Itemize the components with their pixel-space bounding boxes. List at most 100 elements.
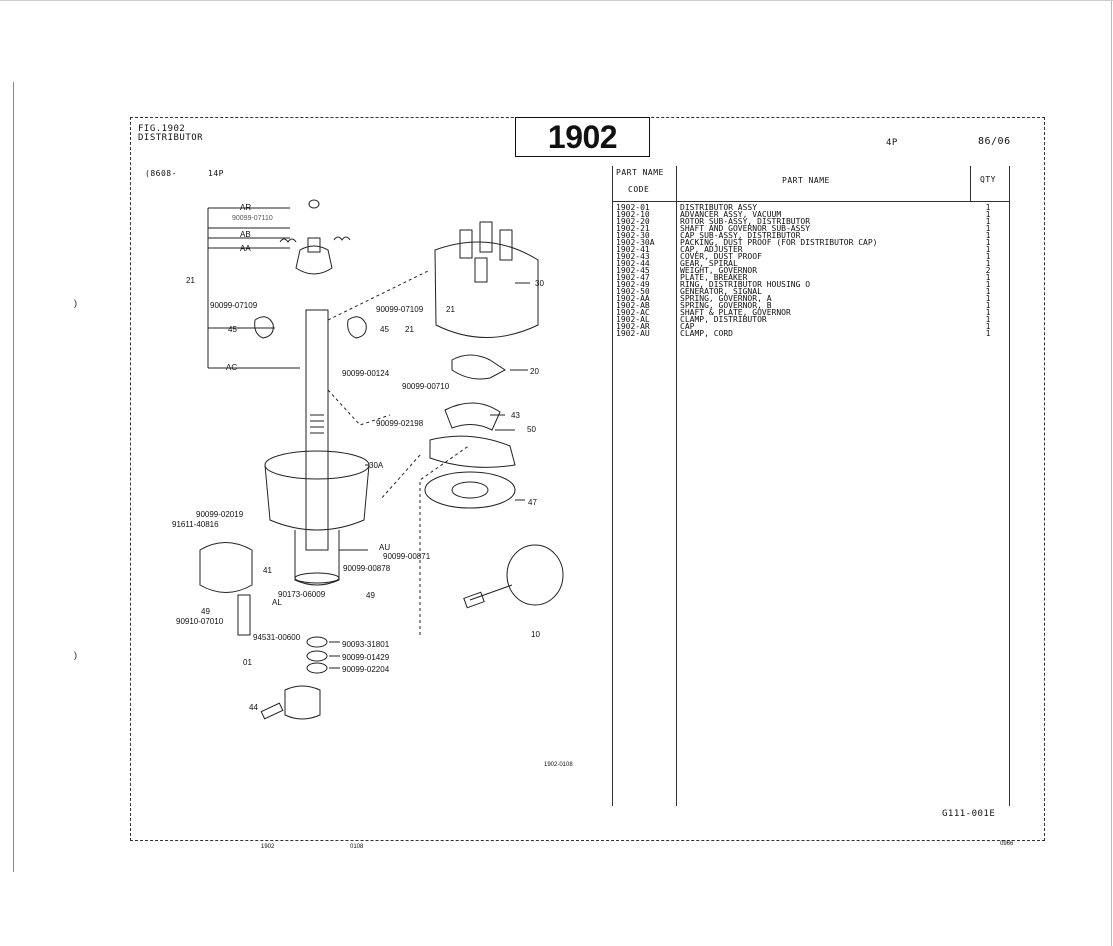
period-pages: 14P <box>208 169 224 178</box>
callout-21-right: 21 <box>446 305 455 314</box>
part-qty: 1 <box>985 315 991 324</box>
part-name: DISTRIBUTOR ASSY <box>680 203 758 212</box>
shaft-gear-section <box>310 414 324 434</box>
part-code: 1902-45 <box>616 266 650 275</box>
governor-plate <box>295 245 333 275</box>
callout-50: 50 <box>527 425 536 434</box>
col-qty-header: QTY <box>980 175 996 184</box>
part-qty: 1 <box>985 259 991 268</box>
part-name: WEIGHT, GOVERNOR <box>680 266 758 275</box>
part-qty: 1 <box>985 224 991 233</box>
table-row: 1902-49 RING, DISTRIBUTOR HOUSING O 1 <box>612 281 1010 289</box>
cap-tower-3 <box>499 229 513 261</box>
table-left-border <box>612 166 613 806</box>
part-code: 1902-49 <box>616 280 650 289</box>
spring-aa-left <box>279 238 297 243</box>
housing-body <box>264 464 370 531</box>
callout-43: 43 <box>511 411 520 420</box>
part-code: 1902-10 <box>616 210 650 219</box>
callout-10: 10 <box>531 630 540 639</box>
leaders-right <box>329 282 530 669</box>
table-qty-divider <box>970 166 971 202</box>
leader-bracket <box>207 207 300 369</box>
part-code: 1902-AL <box>616 315 650 324</box>
advancer-rod <box>469 584 513 601</box>
part-qty: 1 <box>985 217 991 226</box>
callout-90099-07109-right: 90099-07109 <box>376 305 424 314</box>
callout-21-left: 21 <box>186 276 195 285</box>
production-period: (8608- <box>145 169 177 178</box>
callout-au: AU <box>379 543 391 552</box>
part-code: 1902-44 <box>616 259 650 268</box>
callout-49-right: 49 <box>366 591 375 600</box>
callout-90099-00878: 90099-00878 <box>343 564 391 573</box>
part-qty: 1 <box>985 245 991 254</box>
spring-ab-right <box>333 236 351 241</box>
callout-91611-40816: 91611-40816 <box>172 520 219 529</box>
part-code: 1902-21 <box>616 224 650 233</box>
callout-44: 44 <box>249 703 258 712</box>
washer-02204 <box>306 662 328 674</box>
part-qty: 1 <box>985 329 991 338</box>
part-qty: 1 <box>985 252 991 261</box>
part-code: 1902-AA <box>616 294 650 303</box>
margin-mark-top: ) <box>74 298 77 308</box>
guide-lines <box>327 269 471 635</box>
part-qty: 2 <box>985 266 991 275</box>
governor-shaft-top <box>307 237 321 253</box>
margin-mark-bottom: ) <box>74 650 77 660</box>
fig-line: FIG.1902 <box>138 124 186 134</box>
col-code-header-1: PART NAME <box>616 168 664 177</box>
figure-number: 1902 <box>547 118 618 155</box>
o-ring-49 <box>294 572 340 584</box>
part-qty: 1 <box>985 322 991 331</box>
part-code: 1902-50 <box>616 287 650 296</box>
callout-90099-02204: 90099-02204 <box>342 665 390 674</box>
callout-90910-07010: 90910-07010 <box>176 617 224 626</box>
callout-90093-31801: 90093-31801 <box>342 640 390 649</box>
part-code: 1902-AR <box>616 322 650 331</box>
drawing-reference: 1902-0108 <box>544 762 573 768</box>
callout-01: 01 <box>243 658 252 667</box>
footer-ref: 0108 <box>350 844 364 850</box>
part-qty: 1 <box>985 301 991 310</box>
washer-31801 <box>306 636 328 648</box>
table-col-divider <box>676 166 677 806</box>
main-shaft <box>305 309 329 551</box>
callout-94531-00600: 94531-00600 <box>253 633 301 642</box>
part-qty: 1 <box>985 273 991 282</box>
footer-page: 0966 <box>1000 841 1014 847</box>
table-row: 1902-45 WEIGHT, GOVERNOR 2 <box>612 267 1010 275</box>
part-name: CLAMP, CORD <box>680 329 733 338</box>
part-code: 1902-41 <box>616 245 650 254</box>
part-name: ROTOR SUB-ASSY, DISTRIBUTOR <box>680 217 811 226</box>
part-name: PLATE, BREAKER <box>680 273 748 282</box>
small-distributor-neck <box>237 594 251 636</box>
callout-aa: AA <box>240 244 251 253</box>
callout-47: 47 <box>528 498 537 507</box>
exploded-diagram <box>199 199 564 720</box>
callout-ab: AB <box>240 230 251 239</box>
callout-30a: 30A <box>369 461 384 470</box>
dust-cover <box>444 402 501 431</box>
table-row: 1902-AU CLAMP, CORD 1 <box>612 330 1010 338</box>
part-code: 1902-43 <box>616 252 650 261</box>
part-name: RING, DISTRIBUTOR HOUSING O <box>680 280 811 289</box>
part-qty: 1 <box>985 308 991 317</box>
callout-41: 41 <box>263 566 272 575</box>
table-right-border <box>1009 166 1010 806</box>
part-code: 1902-30A <box>616 238 655 247</box>
part-qty: 1 <box>985 280 991 289</box>
callout-90099-02198: 90099-02198 <box>376 419 424 428</box>
sheet-code: G111-001E <box>942 809 996 819</box>
part-code: 1902-AU <box>616 329 650 338</box>
